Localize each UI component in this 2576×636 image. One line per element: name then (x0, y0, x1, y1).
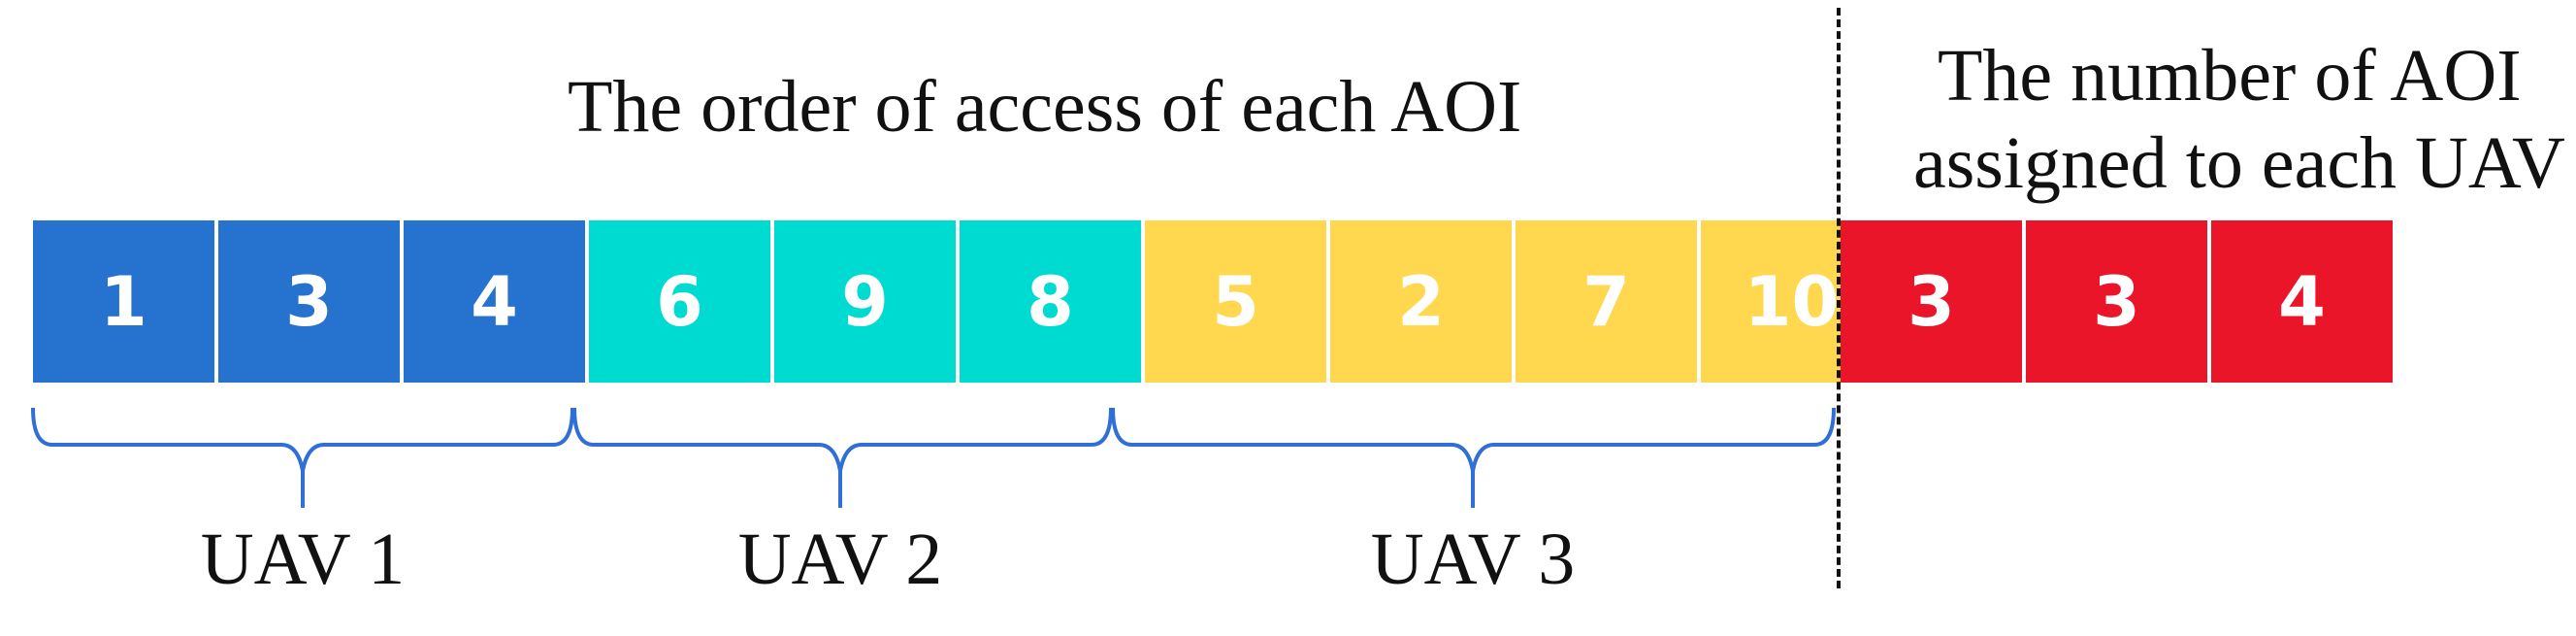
uav2-brace (572, 407, 1113, 472)
aoi-cell-1: 1 (33, 220, 214, 383)
access-order-title: The order of access of each AOI (568, 66, 1522, 148)
aoi-cell-5: 9 (774, 220, 956, 383)
aoi-cell-2: 3 (218, 220, 400, 383)
count-cell-uav1: 3 (1841, 220, 2022, 383)
uav2-label: UAV 2 (737, 519, 943, 600)
aoi-cell-4: 6 (589, 220, 770, 383)
count-cell-uav3: 4 (2211, 220, 2393, 383)
assignment-count-title-line2: assigned to each UAV (1913, 122, 2565, 204)
uav3-brace (1111, 407, 1836, 472)
aoi-cell-6: 8 (960, 220, 1141, 383)
uav1-label: UAV 1 (200, 519, 406, 600)
count-cell-uav2: 3 (2026, 220, 2207, 383)
uav1-brace (31, 407, 574, 472)
aoi-cell-9: 7 (1516, 220, 1697, 383)
aoi-cell-3: 4 (404, 220, 585, 383)
section-divider (1837, 8, 1841, 588)
aoi-cell-7: 5 (1145, 220, 1326, 383)
aoi-cell-8: 2 (1330, 220, 1512, 383)
uav3-label: UAV 3 (1370, 519, 1576, 600)
assignment-count-title-line1: The number of AOI (1938, 35, 2522, 117)
